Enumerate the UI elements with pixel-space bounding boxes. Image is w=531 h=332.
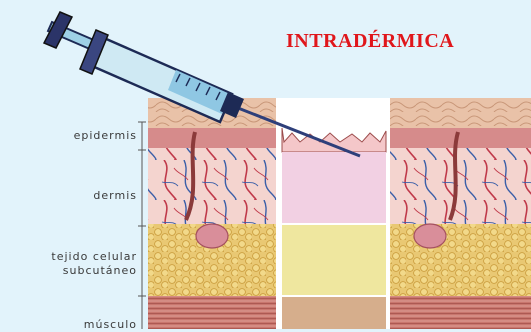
- subcutaneous-label: tejido celular subcutáneo: [51, 250, 137, 278]
- subcutaneous-label-line1: tejido celular: [51, 250, 137, 264]
- sweat-gland-left: [196, 224, 228, 248]
- muscle-block: [282, 296, 386, 329]
- subcutaneous-block: [282, 224, 386, 296]
- subcutaneous-label-line2: subcutáneo: [51, 264, 137, 278]
- page-title: INTRADÉRMICA: [286, 30, 454, 53]
- muscle-label: músculo: [84, 318, 137, 332]
- epidermis-label: epidermis: [74, 129, 137, 143]
- dermis-label: dermis: [93, 189, 137, 203]
- cutaway-column: [276, 98, 390, 329]
- sweat-gland-right: [414, 224, 446, 248]
- dermis-block: [282, 152, 386, 224]
- label-bracket: [138, 122, 146, 329]
